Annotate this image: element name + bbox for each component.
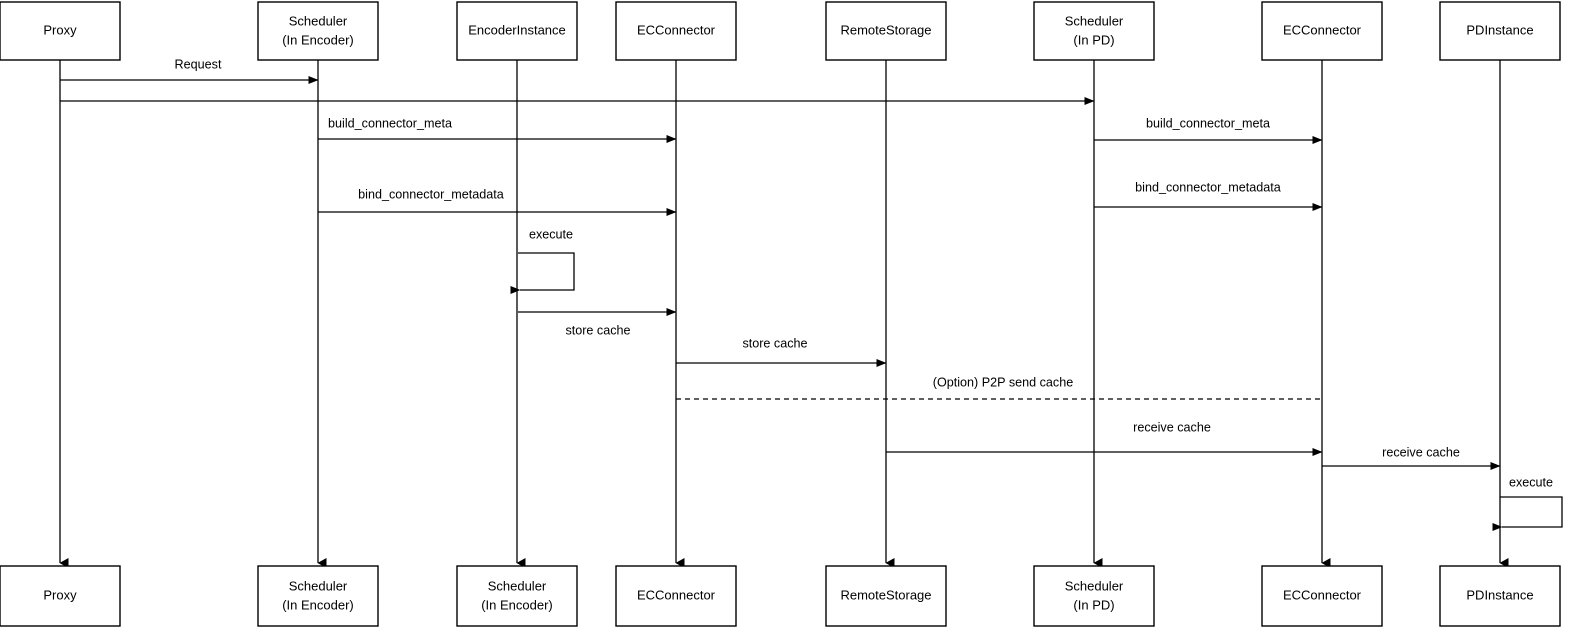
participant-label-line1: Proxy — [43, 587, 77, 602]
participant-box-outline — [1261, 1, 1383, 61]
participant-box-outline — [825, 1, 947, 61]
participant-box-outline — [1439, 1, 1561, 61]
participant-label-line2: (In Encoder) — [282, 597, 354, 612]
self-message-label: execute — [529, 227, 573, 241]
lifelines-group — [59, 60, 1509, 568]
messages-group: Request build_connector_meta build_connect… — [60, 57, 1501, 470]
message-label: receive cache — [1133, 420, 1211, 434]
participant-footer-encoder_inst[interactable]: Scheduler (In Encoder) — [456, 565, 578, 627]
message-m10[interactable]: receive cache — [886, 420, 1323, 456]
participant-box-outline — [1439, 565, 1561, 627]
participant-label-line1: Scheduler — [1065, 578, 1124, 593]
message-label: store cache — [742, 336, 807, 350]
self-message-loop — [510, 252, 575, 294]
participant-label-line1: EncoderInstance — [468, 22, 566, 37]
participant-label-line1: ECConnector — [637, 587, 716, 602]
participant-header-pd_inst[interactable]: PDInstance — [1439, 1, 1561, 61]
message-label: receive cache — [1382, 445, 1460, 459]
participant-footer-remote_store[interactable]: RemoteStorage — [825, 565, 947, 627]
participant-footer-ec_conn_pd[interactable]: ECConnector — [1261, 565, 1383, 627]
participant-footer-boxes: Proxy Scheduler (In Encoder) Scheduler (In E… — [0, 565, 1561, 627]
participant-label-line1: RemoteStorage — [840, 587, 931, 602]
participant-header-ec_conn_enc[interactable]: ECConnector — [615, 1, 737, 61]
participant-footer-sched_pd[interactable]: Scheduler (In PD) — [1033, 565, 1155, 627]
message-label: build_connector_meta — [1146, 116, 1270, 130]
message-label: bind_connector_metadata — [358, 187, 504, 201]
participant-header-encoder_inst[interactable]: EncoderInstance — [456, 1, 578, 61]
message-m3[interactable]: build_connector_meta — [318, 116, 677, 143]
message-label: store cache — [565, 323, 630, 337]
participant-box-outline — [825, 565, 947, 627]
message-label: (Option) P2P send cache — [933, 375, 1073, 389]
self-message-label: execute — [1509, 475, 1553, 489]
participant-box-outline — [0, 1, 121, 61]
message-label: bind_connector_metadata — [1135, 180, 1281, 194]
participant-header-remote_store[interactable]: RemoteStorage — [825, 1, 947, 61]
participant-label-line1: Scheduler — [289, 13, 348, 28]
participant-label-line2: (In Encoder) — [481, 597, 553, 612]
message-m11[interactable]: receive cache — [1322, 445, 1501, 470]
participant-box-outline — [257, 1, 379, 61]
message-m4[interactable]: build_connector_meta — [1094, 116, 1323, 144]
message-label: Request — [175, 57, 222, 71]
self-message-s1[interactable]: execute — [510, 227, 575, 294]
participant-label-line1: Proxy — [43, 22, 77, 37]
participant-box-outline — [456, 565, 578, 627]
participant-label-line1: ECConnector — [1283, 587, 1362, 602]
participant-header-proxy[interactable]: Proxy — [0, 1, 121, 61]
self-message-s2[interactable]: execute — [1492, 475, 1563, 531]
participant-header-ec_conn_pd[interactable]: ECConnector — [1261, 1, 1383, 61]
participant-footer-proxy[interactable]: Proxy — [0, 565, 121, 627]
participant-label-line1: Scheduler — [289, 578, 348, 593]
participant-label-line1: PDInstance — [1466, 22, 1533, 37]
participant-header-boxes: Proxy Scheduler (In Encoder) EncoderInstanc… — [0, 1, 1561, 61]
participant-box-outline — [456, 1, 578, 61]
participant-box-outline — [257, 565, 379, 627]
self-messages-group: execute execute — [510, 227, 1563, 531]
message-m8[interactable]: store cache — [676, 336, 887, 367]
participant-box-outline — [0, 565, 121, 627]
participant-box-outline — [1261, 565, 1383, 627]
message-m7[interactable]: store cache — [518, 308, 677, 337]
participant-header-sched_enc[interactable]: Scheduler (In Encoder) — [257, 1, 379, 61]
participant-label-line1: ECConnector — [637, 22, 716, 37]
message-m9[interactable]: (Option) P2P send cache — [676, 375, 1322, 400]
participant-footer-sched_enc[interactable]: Scheduler (In Encoder) — [257, 565, 379, 627]
participant-box-outline — [615, 565, 737, 627]
participant-box-outline — [615, 1, 737, 61]
participant-label-line1: ECConnector — [1283, 22, 1362, 37]
message-m6[interactable]: bind_connector_metadata — [1094, 180, 1323, 211]
participant-footer-ec_conn_enc[interactable]: ECConnector — [615, 565, 737, 627]
participant-label-line1: PDInstance — [1466, 587, 1533, 602]
participant-label-line2: (In PD) — [1073, 32, 1114, 47]
participant-header-sched_pd[interactable]: Scheduler (In PD) — [1033, 1, 1155, 61]
participant-box-outline — [1033, 1, 1155, 61]
participant-label-line2: (In PD) — [1073, 597, 1114, 612]
participant-label-line1: RemoteStorage — [840, 22, 931, 37]
participant-footer-pd_inst[interactable]: PDInstance — [1439, 565, 1561, 627]
self-message-loop — [1492, 496, 1563, 531]
participant-label-line1: Scheduler — [1065, 13, 1124, 28]
participant-label-line2: (In Encoder) — [282, 32, 354, 47]
message-m5[interactable]: bind_connector_metadata — [318, 187, 677, 216]
message-m1[interactable]: Request — [60, 57, 319, 84]
participant-label-line1: Scheduler — [488, 578, 547, 593]
participant-box-outline — [1033, 565, 1155, 627]
message-label: build_connector_meta — [328, 116, 452, 130]
